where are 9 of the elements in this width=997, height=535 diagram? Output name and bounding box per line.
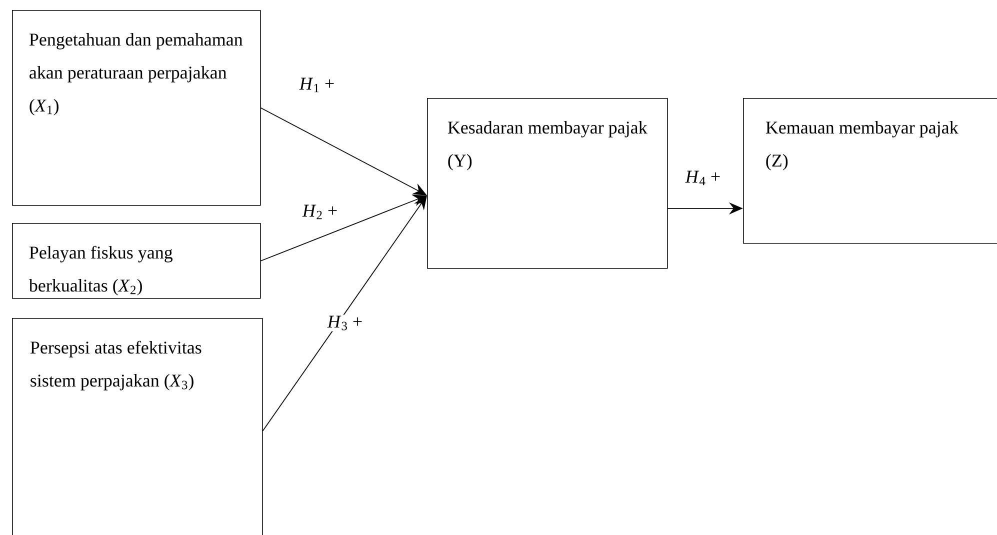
edge-label: H$_{3}$ + xyxy=(326,314,364,332)
edge-label: H$_{2}$ + xyxy=(301,204,339,220)
variable-box: Persepsi atas efektivitas sistem perpajakan (X$_{3}$) xyxy=(12,318,263,535)
edge-label: H$_{4}$ + xyxy=(684,170,722,186)
edge-label: H$_{1}$ + xyxy=(298,76,336,94)
variable-box: Pengetahuan dan pemahaman akan peraturaan perpajakan (X$_{1}$) xyxy=(12,10,261,206)
variable-box: Pelayan fiskus yang berkualitas (X$_{2}$) xyxy=(12,223,261,299)
variable-box: Kemauan membayar pajak (Z) xyxy=(743,98,997,244)
variable-box: Kesadaran membayar pajak (Y) xyxy=(427,98,668,269)
